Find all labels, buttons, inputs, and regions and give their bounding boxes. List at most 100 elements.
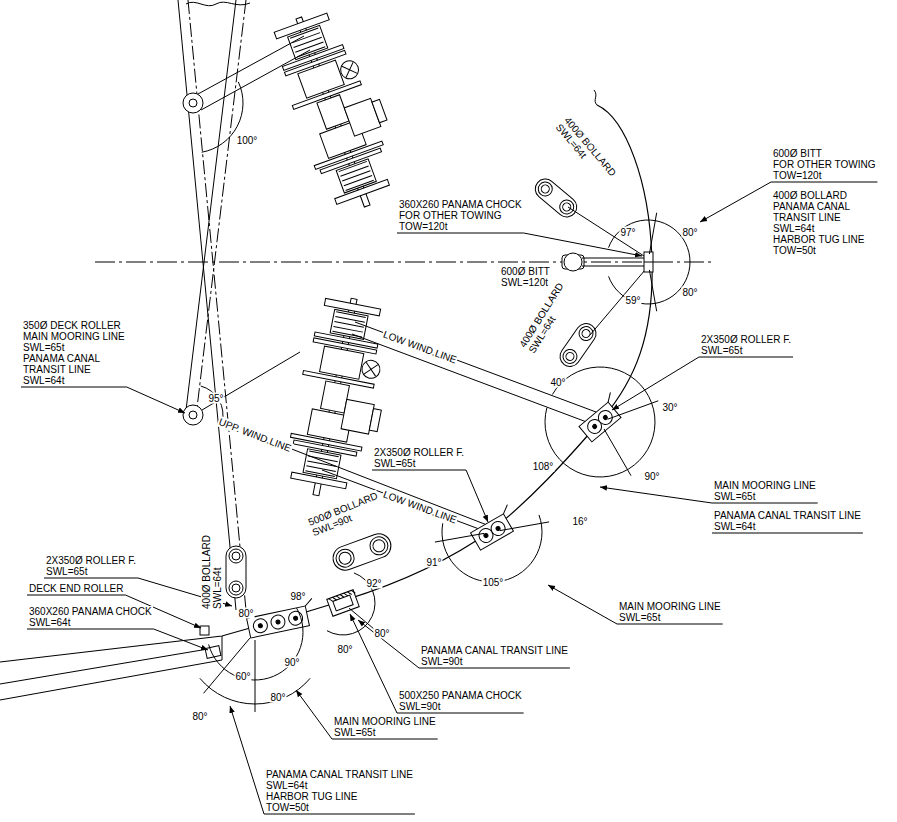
panama-chock — [327, 589, 360, 616]
bollard-post — [229, 581, 243, 595]
chock-hatch — [340, 594, 344, 599]
low-wind-line — [352, 334, 592, 424]
winch-drum — [303, 449, 341, 479]
bitt-symbol — [564, 253, 582, 271]
callout-label: PANAMA CANAL TRANSIT LINE SWL=64t — [713, 510, 862, 532]
leader-line — [154, 629, 208, 650]
bollard-base — [531, 175, 581, 221]
leader-line — [127, 387, 185, 413]
angle-label: 80° — [237, 608, 254, 619]
callout-label: PANAMA CANAL TRANSIT LINE SWL=90t — [420, 645, 569, 667]
rope-line — [198, 36, 304, 94]
angle-label: 80° — [191, 711, 208, 722]
leader-line — [358, 620, 419, 668]
callout-label: 360X260 PANAMA CHOCK SWL=64t — [28, 606, 153, 628]
chock-hatch — [332, 596, 336, 601]
sector-line — [649, 213, 656, 254]
winch-drum — [291, 472, 347, 489]
angle-label: 95° — [207, 393, 224, 404]
callout-label: 2X350Ø ROLLER F. SWL=65t — [373, 447, 465, 469]
label-underline — [332, 739, 438, 740]
drum-hatch — [336, 312, 365, 318]
sector-line — [608, 401, 659, 419]
sector-line — [349, 608, 374, 629]
winch-drum — [317, 95, 349, 130]
drum-hatch — [297, 47, 325, 57]
fairlead-pin — [258, 623, 263, 628]
leader-line — [466, 470, 488, 522]
chock-hatch — [351, 589, 355, 594]
bollard-post — [367, 534, 390, 557]
callout-label: 2X350Ø ROLLER F. SWL=65t — [45, 555, 137, 577]
break-line — [186, 2, 250, 6]
fairlead-frame — [471, 514, 514, 550]
label-underline — [397, 233, 524, 234]
label-underline — [699, 357, 793, 358]
roller-fairlead — [575, 392, 627, 441]
chock-hatch — [329, 598, 333, 603]
drum-hatch — [335, 317, 364, 323]
callout-label: 400Ø BOLLARD SWL=64t — [553, 114, 619, 186]
bollard-post — [564, 351, 575, 362]
label-underline — [264, 814, 415, 815]
leader-line — [230, 706, 264, 814]
bollard-symbol — [226, 546, 246, 598]
bollard-base — [330, 530, 395, 573]
roller-fairlead — [245, 598, 317, 638]
drum-hatch — [307, 461, 336, 467]
chock-detail — [644, 262, 653, 263]
callout-label: 2X350Ø ROLLER F. SWL=65t — [700, 334, 792, 356]
label-underline — [44, 578, 138, 579]
drum-hatch — [292, 33, 320, 43]
angle-arc — [442, 515, 542, 582]
angle-label: 92° — [365, 578, 382, 589]
drum-hatch — [342, 171, 370, 181]
angle-label: 100° — [236, 135, 259, 146]
chock-hatch — [347, 591, 351, 596]
bollard-symbol — [556, 320, 600, 371]
rope-line — [202, 352, 300, 410]
mooring-arrangement — [0, 0, 877, 814]
chock-hatch — [344, 592, 348, 597]
bollard-post — [580, 328, 591, 339]
drum-hatch — [333, 326, 362, 332]
deck-roller-pin — [189, 411, 197, 419]
callout-label: MAIN MOORING LINE SWL=65t — [713, 480, 817, 502]
sector-line — [204, 638, 250, 693]
fairlead-roller — [252, 617, 269, 634]
angle-label: 59° — [624, 295, 641, 306]
gear-symbol — [342, 62, 357, 77]
angle-label: 98° — [289, 591, 306, 602]
mooring-line — [178, 0, 236, 610]
label-underline — [617, 624, 723, 625]
winch-assembly — [265, 2, 412, 219]
angle-label: 80° — [373, 628, 390, 639]
fairlead-pin — [276, 620, 281, 625]
angle-label: 105° — [482, 577, 505, 588]
bollard-post — [561, 201, 572, 212]
callout-label: MAIN MOORING LINE SWL=65t — [618, 601, 722, 623]
bollard-base — [556, 320, 600, 371]
bollard-post — [371, 538, 386, 553]
fairlead-detail — [604, 392, 614, 402]
label-underline — [397, 713, 524, 714]
fairlead-pin — [592, 424, 598, 430]
gear-box — [372, 99, 387, 122]
label-underline — [712, 503, 818, 504]
gear-symbol — [364, 362, 378, 376]
callout-label: DECK END ROLLER — [28, 583, 124, 594]
angle-arc — [545, 367, 655, 477]
callout-label: 500Ø BOLLARD SWL=90t — [306, 490, 385, 539]
deck-roller — [183, 405, 203, 425]
callout-label: MAIN MOORING LINE SWL=65t — [333, 716, 437, 738]
angle-label: 80° — [681, 227, 698, 238]
angle-label: 30° — [661, 402, 678, 413]
panama-chock — [644, 252, 653, 272]
bollard-post — [232, 552, 240, 560]
drum-hatch — [346, 180, 374, 190]
callout-label: 600Ø BITT FOR OTHER TOWING TOW=120t — [772, 148, 876, 181]
bollard-post — [560, 347, 579, 366]
callout-label: 360X260 PANAMA CHOCK FOR OTHER TOWING TO… — [398, 199, 523, 232]
drum-hatch — [309, 451, 338, 457]
deck-roller — [183, 93, 203, 113]
